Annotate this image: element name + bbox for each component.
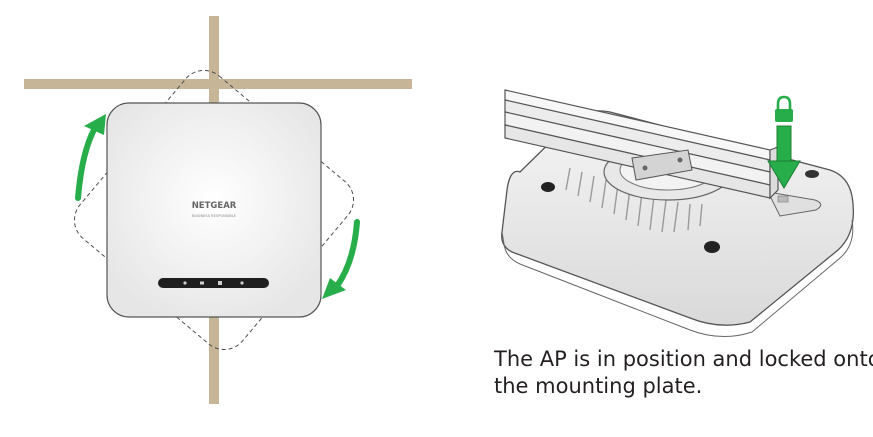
mounted-diagram bbox=[501, 89, 855, 338]
caption-line-2: the mounting plate. bbox=[494, 374, 703, 398]
horizontal-beam bbox=[24, 79, 412, 89]
mounting-plate bbox=[631, 149, 693, 181]
device-brand: NETGEAR bbox=[192, 201, 237, 211]
status-led-bar bbox=[158, 278, 269, 288]
access-point-top-view: NETGEAR BUSINESS RESPONSIBLE bbox=[106, 102, 322, 318]
caption-line-1: The AP is in position and locked onto bbox=[494, 347, 873, 371]
screw-hole-right bbox=[704, 241, 720, 253]
caption: The AP is in position and locked onto th… bbox=[494, 346, 873, 400]
led-icons bbox=[183, 281, 244, 285]
power-led-icon bbox=[183, 281, 187, 285]
user-led-icon bbox=[240, 281, 244, 285]
rotation-diagram: NETGEAR BUSINESS RESPONSIBLE bbox=[24, 16, 412, 404]
lan-led-icon bbox=[200, 281, 204, 285]
rotate-arrow-icon-2 bbox=[322, 219, 360, 299]
screw-hole-back bbox=[805, 170, 819, 178]
rotate-arrow-icon bbox=[75, 114, 106, 201]
wifi-led-icon bbox=[218, 281, 222, 285]
lock-icon bbox=[775, 95, 793, 122]
device-subtitle: BUSINESS RESPONSIBLE bbox=[192, 214, 237, 218]
screw-hole-left bbox=[541, 182, 555, 192]
down-arrow-icon bbox=[767, 125, 801, 189]
mounting-rail bbox=[504, 89, 779, 200]
